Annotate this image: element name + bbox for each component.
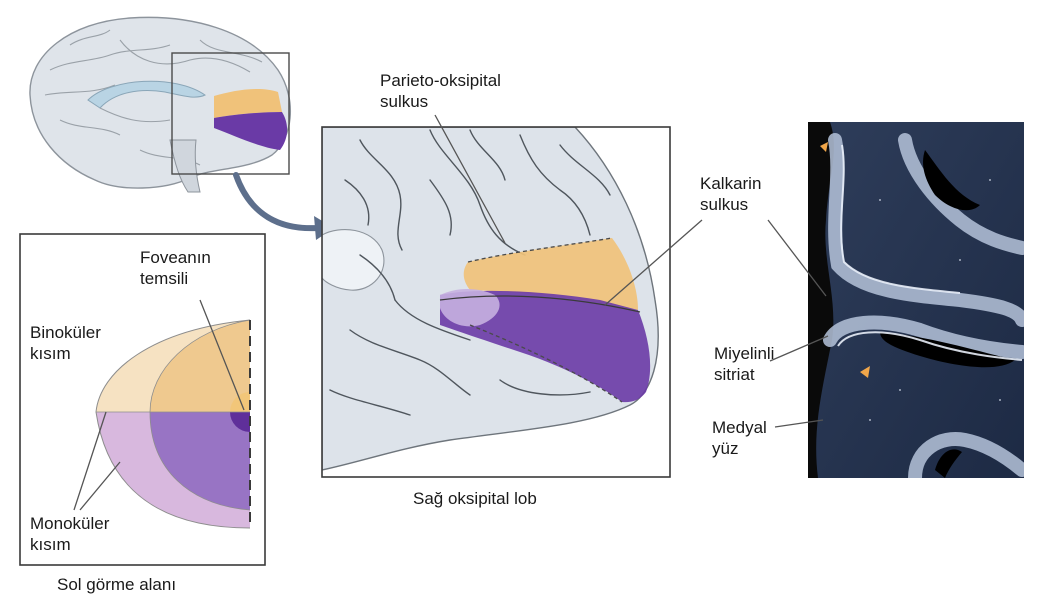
label-line: yüz xyxy=(712,438,767,459)
histology-section xyxy=(808,122,1024,478)
label-line: sulkus xyxy=(700,194,761,215)
left-visual-field-caption: Sol görme alanı xyxy=(57,574,176,595)
fovea-representation-label: Foveanın temsili xyxy=(140,247,211,289)
label-line: sulkus xyxy=(380,91,501,112)
occipital-lobe-panel xyxy=(322,127,670,477)
medial-surface-label: Medyal yüz xyxy=(712,417,767,459)
calcarine-sulcus-label: Kalkarin sulkus xyxy=(700,173,761,215)
zoom-arrow xyxy=(236,175,334,240)
myelinated-stria-label: Miyelinli sitriat xyxy=(714,343,774,385)
binocular-portion-label: Binoküler kısım xyxy=(30,322,101,364)
label-line: kısım xyxy=(30,343,101,364)
label-line: Kalkarin xyxy=(700,173,761,194)
label-line: Monoküler xyxy=(30,513,109,534)
label-line: Foveanın xyxy=(140,247,211,268)
medial-brain-thumbnail xyxy=(30,17,290,192)
label-line: Parieto-oksipital xyxy=(380,70,501,91)
label-line: kısım xyxy=(30,534,109,555)
label-line: sitriat xyxy=(714,364,774,385)
label-line: Binoküler xyxy=(30,322,101,343)
label-line: Medyal xyxy=(712,417,767,438)
right-occipital-lobe-caption: Sağ oksipital lob xyxy=(413,488,537,509)
monocular-portion-label: Monoküler kısım xyxy=(30,513,109,555)
label-line: temsili xyxy=(140,268,211,289)
parieto-occipital-sulcus-label: Parieto-oksipital sulkus xyxy=(380,70,501,112)
label-line: Miyelinli xyxy=(714,343,774,364)
